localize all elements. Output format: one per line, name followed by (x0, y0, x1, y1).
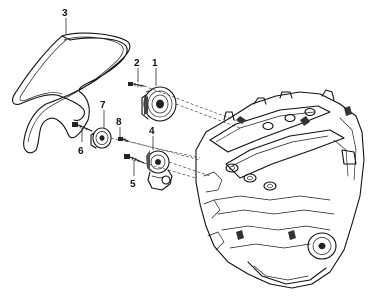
callout-5: 5 (130, 179, 136, 190)
bolt-5 (124, 154, 145, 164)
callout-8: 8 (116, 117, 122, 128)
bolt-8 (118, 137, 129, 142)
belt-tensioner-4 (146, 150, 173, 191)
bolt-6 (72, 122, 93, 132)
callout-numbers: 3 1 2 7 8 6 4 5 (62, 8, 158, 190)
idler-pulley-7 (90, 127, 112, 149)
callout-7: 7 (100, 100, 106, 111)
alignment-lines (110, 85, 241, 179)
callout-1: 1 (152, 58, 158, 69)
drive-belt (11, 32, 131, 154)
bolt-2 (128, 82, 145, 88)
leader-lines (65, 18, 157, 176)
callout-2: 2 (134, 58, 140, 69)
engine-block (195, 89, 365, 289)
callout-3: 3 (62, 8, 68, 19)
callout-4: 4 (149, 126, 155, 137)
callout-6: 6 (78, 146, 84, 157)
idler-pulley-1 (141, 86, 177, 122)
